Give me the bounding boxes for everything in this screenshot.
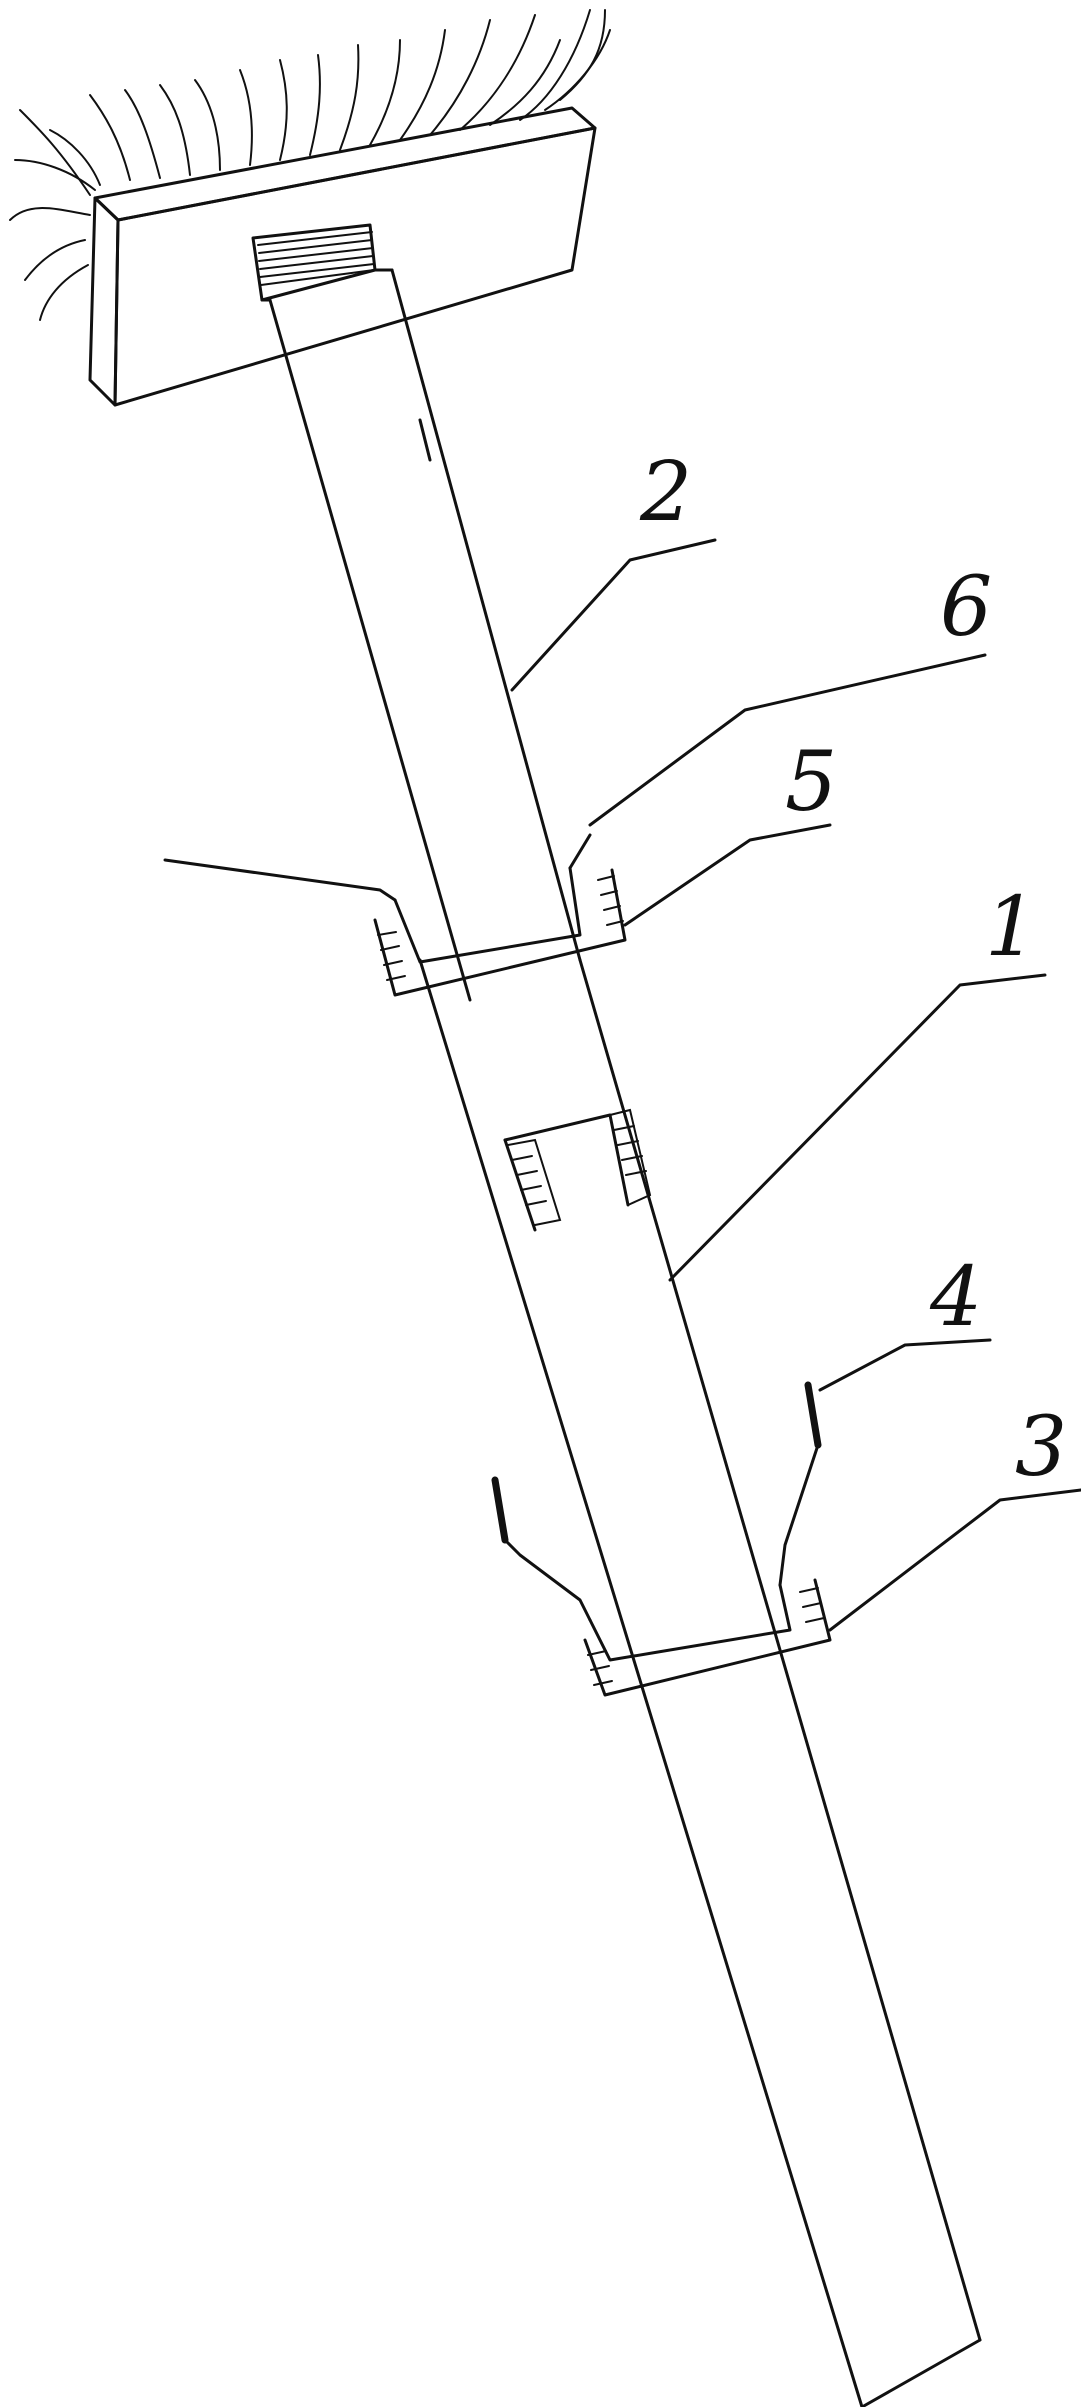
rod-joint (503, 1108, 652, 1232)
callout-3: 3 (1015, 1400, 1067, 1495)
brush-head (88, 106, 597, 407)
threaded-tip (251, 223, 377, 302)
leader-lines (510, 538, 1081, 1632)
callout-1: 1 (985, 880, 1037, 975)
brush-bristles (9, 9, 611, 321)
upper-rod (260, 268, 582, 1002)
callout-5: 5 (785, 735, 837, 830)
callout-labels: 1 2 3 4 5 6 (639, 445, 1067, 1495)
callout-4: 4 (929, 1250, 982, 1345)
upper-handle (163, 833, 592, 902)
callout-2: 2 (639, 445, 692, 540)
lower-handle (491, 1381, 822, 1622)
lower-clamp (583, 1578, 832, 1697)
upper-clamp (373, 866, 627, 997)
lower-rod (418, 958, 982, 2407)
callout-6: 6 (940, 560, 992, 655)
